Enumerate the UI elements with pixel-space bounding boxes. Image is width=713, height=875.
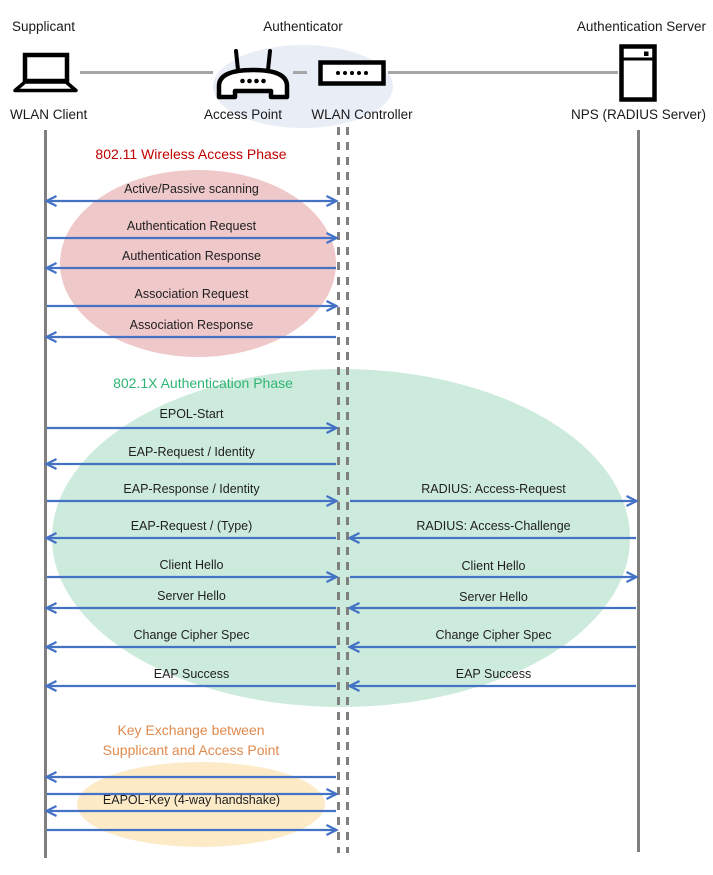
- message-label: RADIUS: Access-Challenge: [416, 519, 571, 533]
- lifeline-wlan-client: [44, 130, 47, 858]
- message-label: Server Hello: [459, 590, 528, 604]
- phase3-title-line1: Key Exchange between: [117, 722, 265, 738]
- message-label: EAP Success: [455, 667, 532, 681]
- wlan-controller-icon: [318, 60, 386, 86]
- message-label: EAP-Request / Identity: [128, 445, 255, 459]
- message-label: Association Response: [129, 318, 254, 332]
- actor-auth-server-label: Authentication Server: [576, 19, 706, 34]
- phase2-title: 802.1X Authentication Phase: [113, 375, 293, 391]
- message-label: Server Hello: [157, 589, 226, 603]
- message-label: Active/Passive scanning: [124, 182, 259, 196]
- phase3-title-line2: Supplicant and Access Point: [102, 741, 280, 758]
- actor-supplicant-label: Supplicant: [12, 19, 76, 34]
- message-label: EPOL-Start: [159, 407, 224, 421]
- access-point-icon: [216, 49, 290, 100]
- device-access-point-label: Access Point: [203, 107, 283, 122]
- lifeline-controller-left-dashed: [337, 127, 340, 853]
- lifeline-controller-right-dashed: [346, 127, 349, 853]
- message-label: Change Cipher Spec: [133, 628, 250, 642]
- message-label: Client Hello: [159, 558, 224, 572]
- lifeline-radius-server: [637, 130, 640, 852]
- phase1-title: 802.11 Wireless Access Phase: [95, 146, 287, 162]
- connector-ap-to-controller: [293, 71, 307, 74]
- connector-client-to-ap: [80, 71, 213, 74]
- actor-authenticator-label: Authenticator: [263, 19, 343, 34]
- message-label: EAP-Response / Identity: [123, 482, 260, 496]
- message-label: EAP-Request / (Type): [130, 519, 253, 533]
- device-wlan-controller-label: WLAN Controller: [311, 107, 413, 122]
- message-label: Client Hello: [461, 559, 526, 573]
- device-nps-label: NPS (RADIUS Server): [570, 107, 706, 122]
- message-label: RADIUS: Access-Request: [421, 482, 566, 496]
- message-label: Authentication Response: [122, 249, 261, 263]
- message-label: EAPOL-Key (4-way handshake): [102, 793, 281, 807]
- device-wlan-client-label: WLAN Client: [10, 107, 88, 122]
- server-icon: [619, 44, 657, 102]
- laptop-icon: [13, 52, 78, 93]
- message-label: Authentication Request: [126, 219, 257, 233]
- phase3-title: Key Exchange between Supplicant and Acce…: [40, 721, 342, 760]
- message-label: Change Cipher Spec: [435, 628, 552, 642]
- message-label: Association Request: [134, 287, 249, 301]
- message-label: EAP Success: [153, 667, 230, 681]
- connector-controller-to-server: [388, 71, 618, 74]
